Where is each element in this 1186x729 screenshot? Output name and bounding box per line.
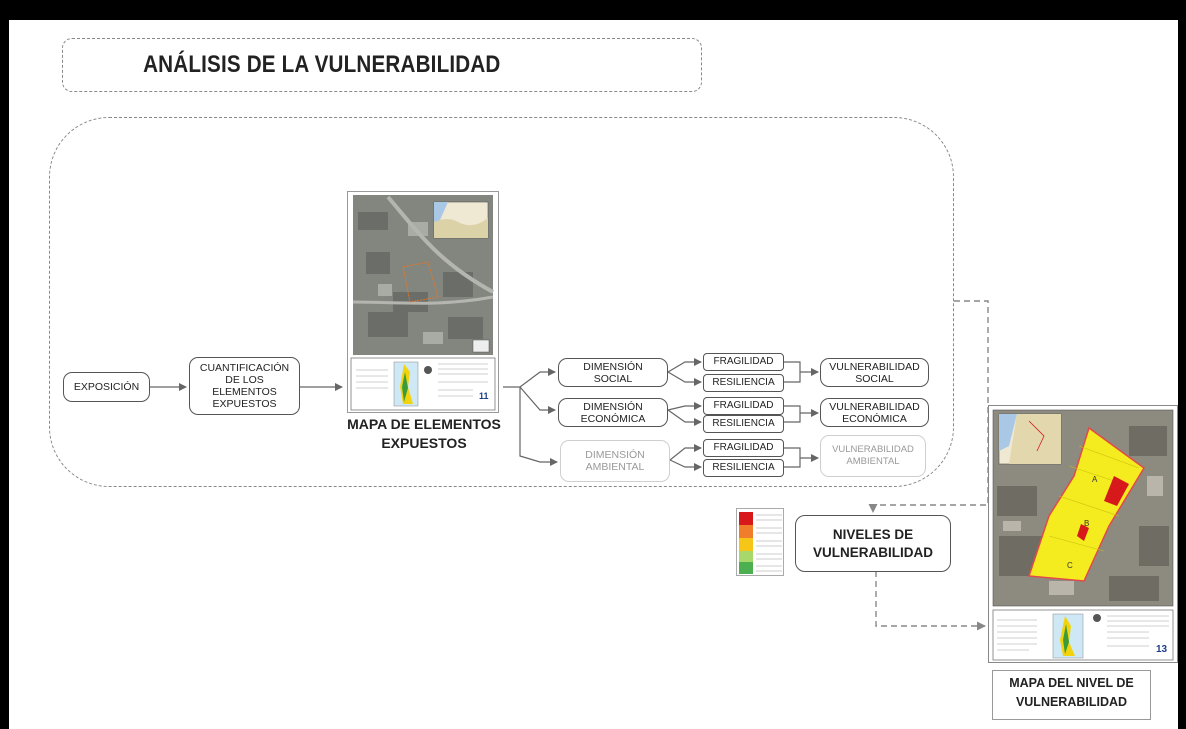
svg-text:B: B — [1084, 519, 1089, 528]
niveles-legend-thumbnail — [736, 508, 784, 576]
node-fragilidad-ambiental: FRAGILIDAD — [703, 439, 784, 457]
node-cuantificacion: CUANTIFICACIÓN DE LOS ELEMENTOS EXPUESTO… — [189, 357, 300, 415]
mapa-elementos-thumbnail: 11 — [347, 191, 499, 413]
level-medium-low-swatch — [739, 551, 753, 562]
node-niveles: NIVELES DE VULNERABILIDAD — [795, 515, 951, 572]
label-mapa-nivel: MAPA DEL NIVEL DE VULNERABILIDAD — [1009, 676, 1134, 709]
map-number-11: 11 — [479, 391, 489, 401]
node-dimension-social: DIMENSIÓN SOCIAL — [558, 358, 668, 387]
node-fragilidad-social: FRAGILIDAD — [703, 353, 784, 371]
title-box: ANÁLISIS DE LA VULNERABILIDAD — [62, 38, 702, 92]
node-dimension-economica: DIMENSIÓN ECONÓMICA — [558, 398, 668, 427]
left-border — [0, 0, 9, 729]
svg-text:A: A — [1092, 475, 1098, 484]
svg-text:C: C — [1067, 561, 1073, 570]
level-medium-swatch — [739, 538, 753, 551]
mapa-nivel-thumbnail: A B C 13 — [988, 405, 1178, 663]
node-resiliencia-social: RESILIENCIA — [703, 374, 784, 392]
right-border — [1178, 0, 1186, 729]
label-mapa-elementos: MAPA DE ELEMENTOS EXPUESTOS — [347, 416, 501, 451]
legend-text-lines — [756, 514, 782, 572]
mapa-nivel-caption-box — [992, 670, 1151, 720]
node-vulnerabilidad-economica: VULNERABILIDAD ECONÓMICA — [820, 398, 929, 427]
page-title: ANÁLISIS DE LA VULNERABILIDAD — [143, 51, 501, 78]
map-number-13: 13 — [1156, 644, 1168, 655]
node-dimension-ambiental: DIMENSIÓN AMBIENTAL — [560, 440, 670, 482]
node-resiliencia-ambiental: RESILIENCIA — [703, 459, 784, 477]
level-very-high-swatch — [739, 512, 753, 525]
arrow-niveles-mapa — [875, 571, 986, 631]
node-resiliencia-economica: RESILIENCIA — [703, 415, 784, 433]
node-exposicion: EXPOSICIÓN — [63, 372, 150, 402]
node-vulnerabilidad-ambiental: VULNERABILIDAD AMBIENTAL — [820, 435, 926, 477]
level-low-swatch — [739, 562, 753, 574]
node-fragilidad-economica: FRAGILIDAD — [703, 397, 784, 415]
node-vulnerabilidad-social: VULNERABILIDAD SOCIAL — [820, 358, 929, 387]
level-high-swatch — [739, 525, 753, 538]
top-border — [0, 0, 1186, 20]
